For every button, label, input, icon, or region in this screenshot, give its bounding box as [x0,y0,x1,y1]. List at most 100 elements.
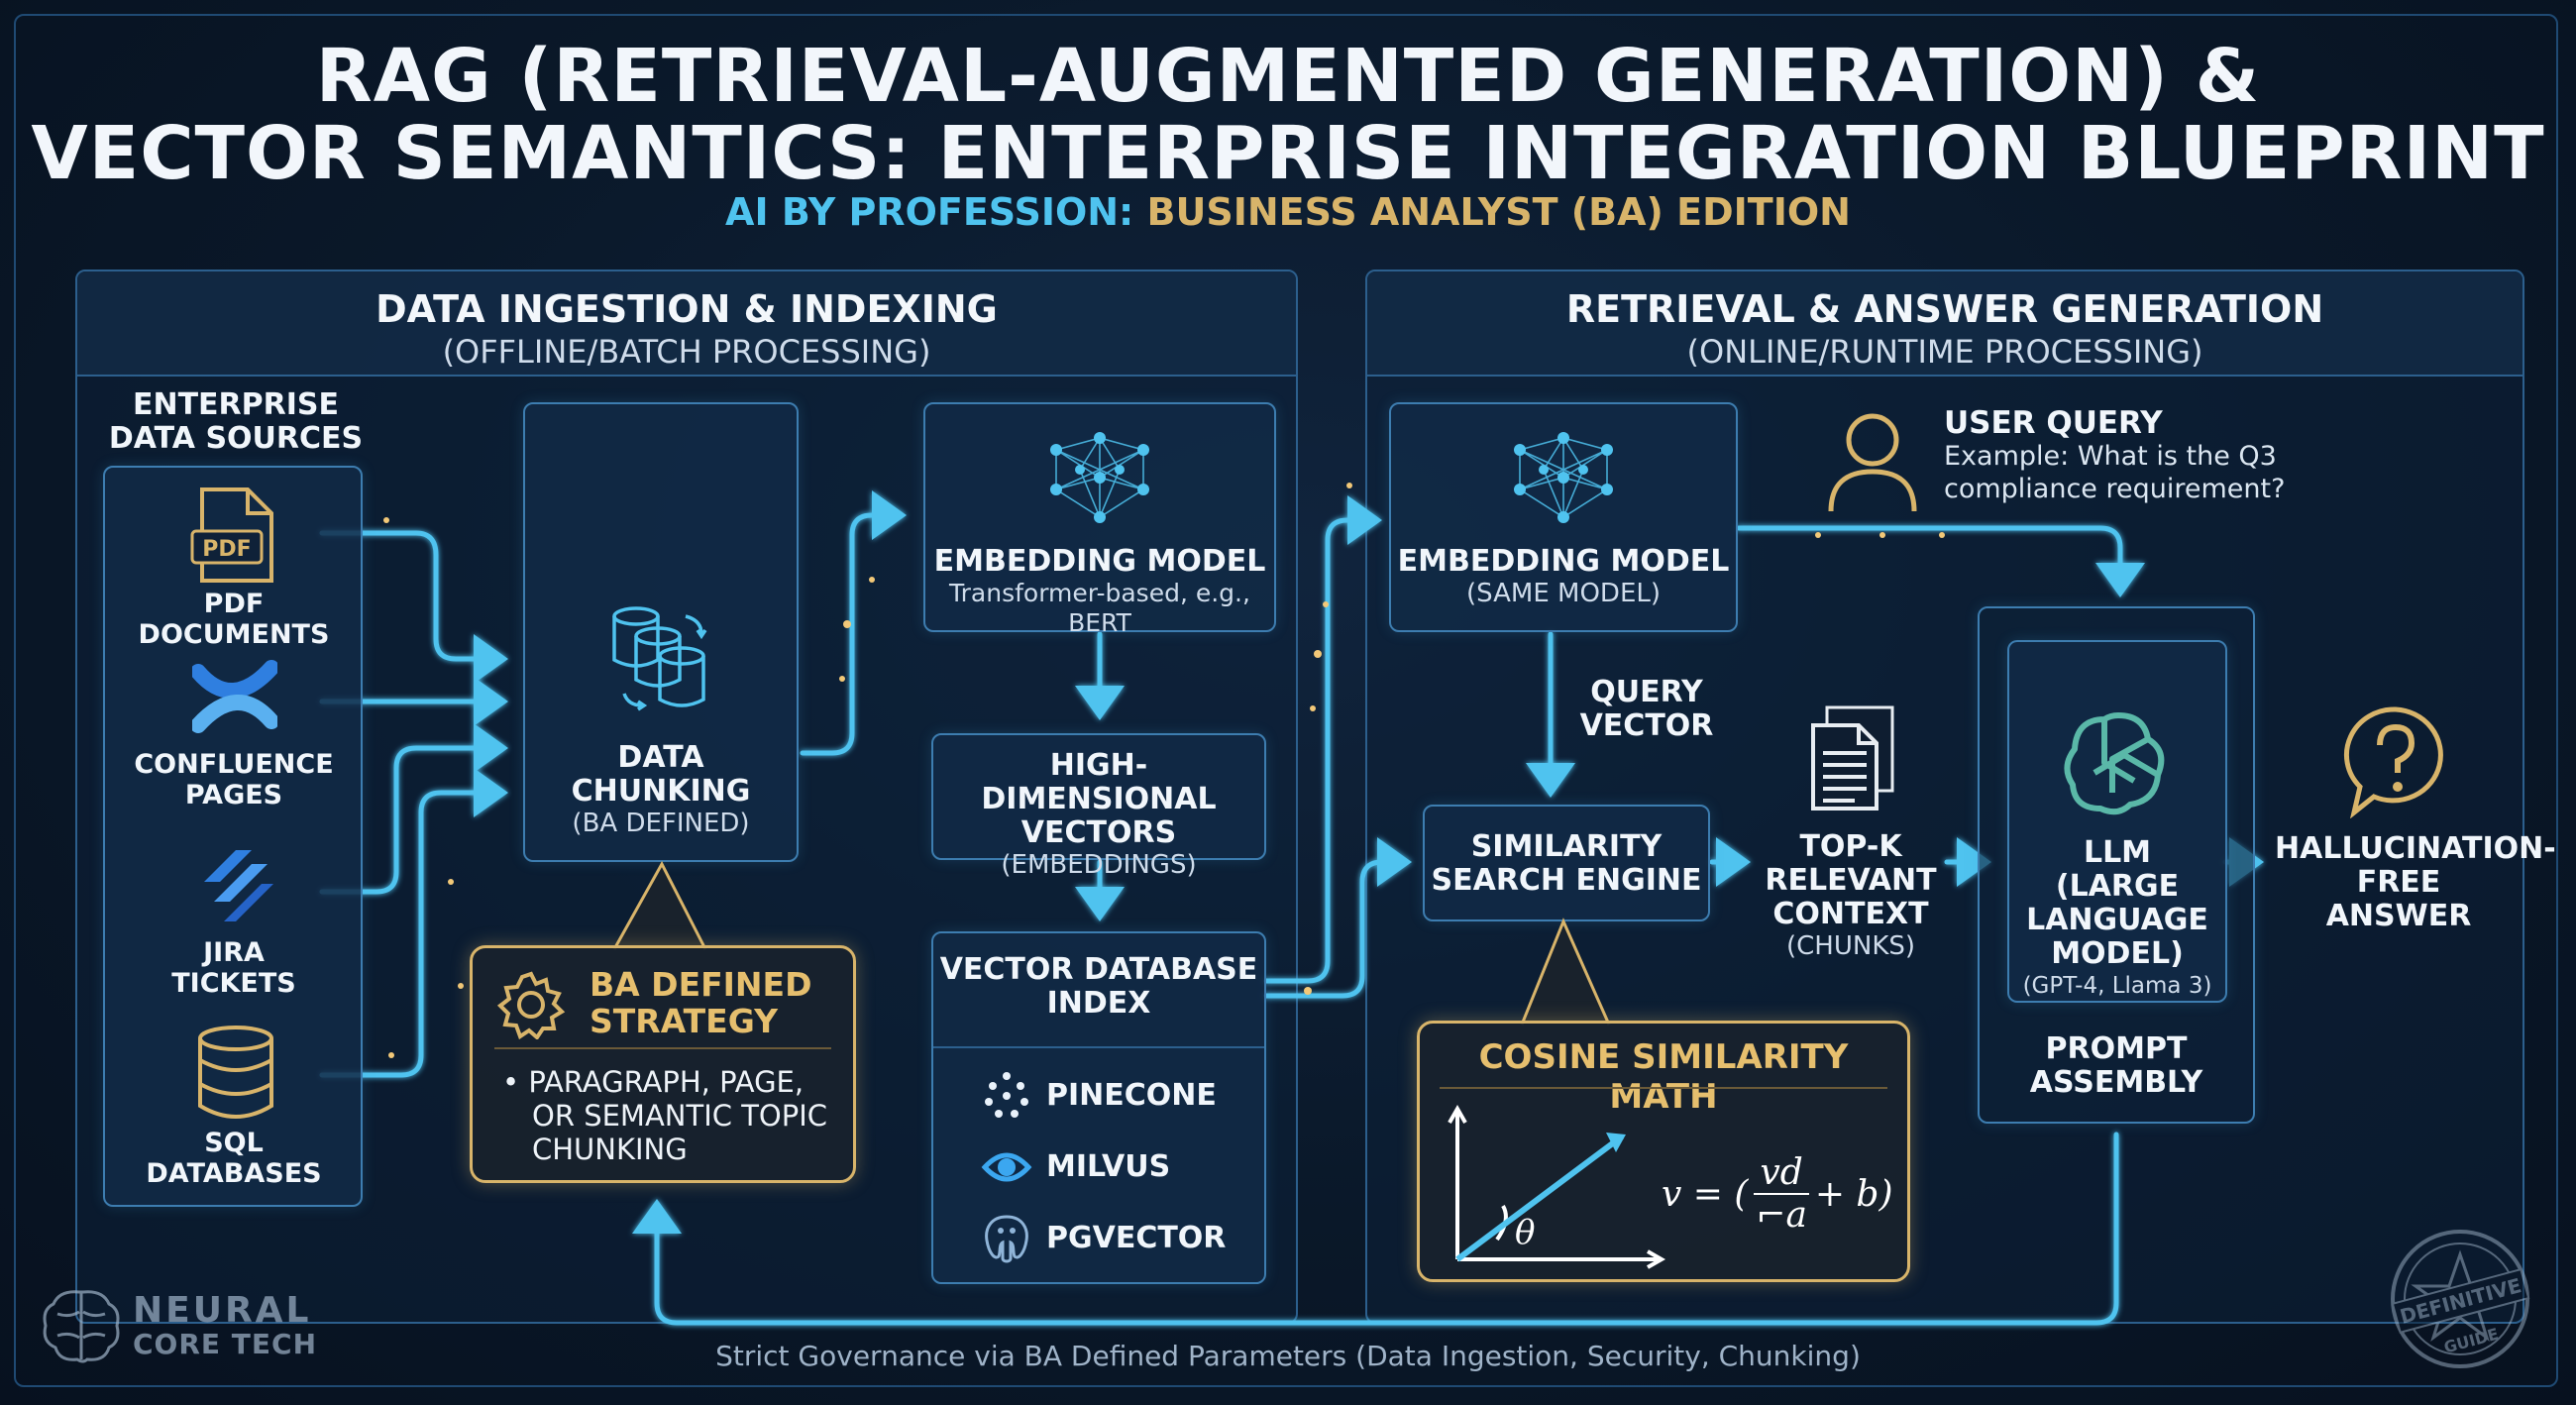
arrow-pdf-to-chunking [319,530,508,684]
vectors-label: HIGH-DIMENSIONAL VECTORS (EMBEDDINGS) [933,748,1264,881]
source-confluence-line-1: CONFLUENCE [134,749,334,780]
gear-icon [496,970,566,1043]
cosine-title: COSINE SIMILARITY MATH [1478,1037,1849,1117]
pinecone-label: PINECONE [1046,1078,1217,1113]
source-confluence-line-2: PAGES [184,780,283,811]
pdf-icon: PDF [188,486,279,589]
brand-text: NEURAL CORE TECH [133,1292,317,1359]
pdf-icon-text: PDF [202,537,251,562]
embedding-model-right-box: EMBEDDING MODEL (SAME MODEL) [1389,402,1738,632]
equation-fraction: vd ⌐a [1754,1152,1809,1236]
user-query-line-1: Example: What is the Q3 [1944,441,2277,472]
neural-network-icon [1046,430,1153,529]
jira-icon [196,842,275,931]
pinecone-icon [985,1072,1028,1118]
vector-db-title-line-2: INDEX [1046,986,1151,1021]
llm-line-2: (LARGE [2055,869,2180,904]
llm-line-1: LLM [2083,835,2152,870]
user-query-text: USER QUERY Example: What is the Q3 compl… [1944,406,2285,505]
data-chunking-line-3: (BA DEFINED) [572,809,750,838]
vector-db-item-pgvector: PGVECTOR [981,1213,1226,1264]
data-chunking-line-1: DATA [617,740,704,775]
embedding-model-right-subtitle: (SAME MODEL) [1465,579,1661,608]
pgvector-label: PGVECTOR [1046,1221,1227,1255]
vector-axes-diagram: θ [1448,1104,1666,1269]
subtitle-part-1: AI BY PROFESSION: [725,190,1134,234]
prompt-assembly-label: PROMPT ASSEMBLY [1980,1032,2253,1100]
source-pdf-line-1: PDF DOCUMENTS [138,589,330,650]
vectors-line-1: HIGH-DIMENSIONAL [981,748,1217,816]
llm-label: LLM (LARGE LANGUAGE MODEL) (GPT-4, Llama… [2009,836,2225,1001]
vector-db-item-pinecone: PINECONE [981,1070,1217,1122]
equation-rhs: + b) [1814,1173,1893,1215]
section-retrieval-header: RETRIEVAL & ANSWER GENERATION (ONLINE/RU… [1367,271,2522,377]
title-line-2: VECTOR SEMANTICS: ENTERPRISE INTEGRATION… [31,111,2545,196]
answer-line-2: FREE [2356,865,2441,900]
arrow-db-to-similarity [1263,837,1412,999]
topk-line-2: RELEVANT [1765,863,1937,898]
cosine-callout: COSINE SIMILARITY MATH θ v = ( vd ⌐a + b… [1417,1021,1910,1282]
topk-line-4: (CHUNKS) [1785,931,1916,961]
sources-panel: PDF PDF DOCUMENTS CONFLUENCE PAGES JIRA … [103,466,363,1207]
embedding-model-left-subtitle: Transformer-based, e.g., BERT [949,579,1250,637]
vectors-box: HIGH-DIMENSIONAL VECTORS (EMBEDDINGS) [931,733,1266,880]
section-retrieval-title: RETRIEVAL & ANSWER GENERATION [1565,287,2324,331]
definitive-guide-seal: DEFINITIVE GUIDE [2386,1225,2534,1377]
data-chunking-label: DATA CHUNKING (BA DEFINED) [525,740,797,839]
subtitle-part-2: BUSINESS ANALYST (BA) EDITION [1146,190,1851,234]
prompt-assembly-line-2: ASSEMBLY [2029,1065,2203,1100]
source-jira-line-2: TICKETS [171,968,296,999]
milvus-label: MILVUS [1046,1149,1171,1184]
source-sql-line-1: SQL [204,1128,264,1158]
similarity-search-label: SIMILARITY SEARCH ENGINE [1425,830,1708,898]
vector-db-title: VECTOR DATABASE INDEX [933,953,1264,1021]
star-seal-icon: DEFINITIVE GUIDE [2391,1230,2530,1368]
equation-lhs: v = ( [1662,1173,1749,1215]
answer-label: HALLUCINATION- FREE ANSWER [2275,831,2556,933]
answer-line-1: HALLUCINATION- [2275,831,2556,866]
sources-heading-line-1: ENTERPRISE [132,387,339,422]
title-line-1: RAG (RETRIEVAL-AUGMENTED GENERATION) & [315,34,2261,119]
sources-heading-line-2: DATA SOURCES [108,421,364,456]
section-retrieval-subtitle: (ONLINE/RUNTIME PROCESSING) [1686,333,2203,371]
vector-db-box: VECTOR DATABASE INDEX PINECONE MILVUS PG… [931,931,1266,1284]
vectors-line-3: (EMBEDDINGS) [1001,850,1197,880]
cosine-equation: v = ( vd ⌐a + b) [1662,1152,1893,1236]
similarity-line-1: SIMILARITY [1470,829,1663,864]
ba-strategy-callout: BA DEFINED STRATEGY • PARAGRAPH, PAGE, O… [470,945,856,1183]
question-bubble-icon [2342,703,2449,822]
section-ingestion-subtitle: (OFFLINE/BATCH PROCESSING) [442,333,931,371]
query-vector-line-2: VECTOR [1579,708,1714,743]
answer-line-3: ANSWER [2325,899,2472,933]
theta-label: θ [1515,1213,1535,1252]
ba-strategy-bullet-line-2: OR SEMANTIC TOPIC [532,1099,828,1133]
equation-denominator: ⌐a [1756,1195,1807,1236]
source-jira-line-1: JIRA [203,937,265,968]
arrow-db-to-embedding-right [1263,495,1382,984]
vector-db-divider [933,1046,1264,1048]
llm-line-4: MODEL) [2051,936,2184,971]
user-icon [1823,406,1922,519]
query-vector-label: QUERY VECTOR [1577,676,1716,743]
brand-line-1: NEURAL [133,1290,312,1331]
source-pdf-label: PDF DOCUMENTS [105,589,363,650]
document-icon [1807,705,1898,816]
brand-logo: NEURAL CORE TECH [40,1284,317,1367]
cylinders-icon [606,602,717,717]
similarity-line-2: SEARCH ENGINE [1431,863,1702,898]
seal-line-1: DEFINITIVE [2398,1273,2524,1329]
embedding-model-left-box: EMBEDDING MODEL Transformer-based, e.g.,… [923,402,1276,637]
ba-strategy-bullet-line-1: • PARAGRAPH, PAGE, [502,1065,805,1099]
embedding-model-left-title: EMBEDDING MODEL [933,544,1266,579]
pgvector-icon [985,1215,1028,1263]
similarity-search-box: SIMILARITY SEARCH ENGINE [1423,805,1710,921]
database-icon [194,1025,277,1124]
source-sql-line-2: DATABASES [146,1158,322,1189]
topk-line-1: TOP-K [1799,829,1902,864]
embedding-model-left-label: EMBEDDING MODEL Transformer-based, e.g.,… [925,545,1274,638]
llm-line-5: (GPT-4, Llama 3) [2022,973,2212,999]
topk-label: TOP-K RELEVANT CONTEXT (CHUNKS) [1752,829,1950,962]
